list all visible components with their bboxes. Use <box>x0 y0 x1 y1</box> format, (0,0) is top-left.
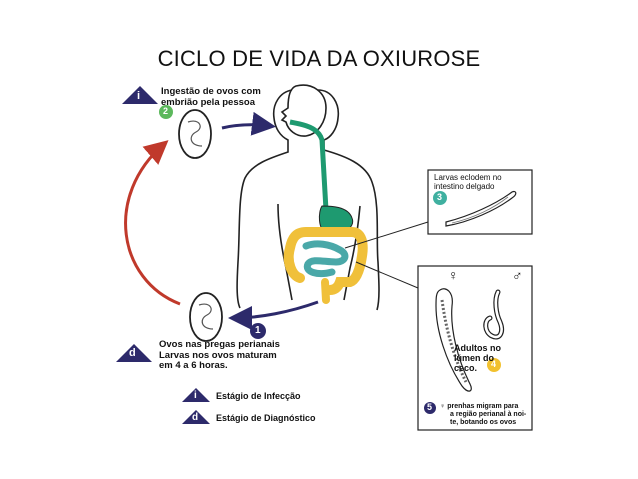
step-5-line-3: te, botando os ovos <box>450 418 517 426</box>
step-4-line-2: lúmen do <box>454 353 494 364</box>
legend-diagnostic-marker <box>182 410 210 424</box>
legend-infective-marker <box>182 388 210 402</box>
adults-panel <box>417 265 533 431</box>
legend-infective-letter: i <box>194 390 197 401</box>
badge-step-3-number: 3 <box>437 192 443 202</box>
diagnostic-stage-marker <box>116 344 152 362</box>
step-5-label: ♀ prenhas migram para a região perianal … <box>440 403 526 426</box>
step-4-label: Adultos no lúmen do ceco. <box>454 343 501 373</box>
step-5-female-symbol: ♀ <box>440 403 446 410</box>
esophagus <box>289 119 329 211</box>
legend-diagnostic-letter: d <box>192 412 199 423</box>
legend-diagnostic-label: Estágio de Diagnóstico <box>216 413 316 423</box>
male-symbol: ♂ <box>512 267 523 283</box>
step-4-line-3: ceco. <box>454 363 478 374</box>
return-arrow <box>124 140 181 306</box>
step-2-line-2: embrião pela pessoa <box>161 96 255 108</box>
step-5-line-2: a região perianal à noi- <box>450 410 527 418</box>
step-1-line-1: Ovos nas pregas perianais <box>159 339 280 350</box>
step-2-label: Ingestão de ovos com embrião pela pessoa <box>161 86 261 108</box>
pointer-line-adultos <box>355 261 419 289</box>
arrow-anus-to-egg <box>228 300 319 330</box>
egg-ingestion <box>178 109 212 159</box>
pointer-line-larvas <box>344 221 429 249</box>
human-body-outline <box>236 89 380 311</box>
step-5-line-1: prenhas migram para <box>447 403 519 410</box>
female-worm <box>435 288 472 392</box>
large-intestine <box>283 227 368 295</box>
step-1-line-3: em 4 a 6 horas. <box>159 360 228 372</box>
step-3-line-2: intestino delgado <box>434 181 495 191</box>
badge-step-2 <box>159 105 173 119</box>
step-1-label: Ovos nas pregas perianais Larvas nos ovo… <box>159 339 280 372</box>
infective-stage-marker <box>122 86 158 104</box>
badge-step-5-number: 5 <box>427 402 433 412</box>
step-1-line-2: Larvas nos ovos maturam <box>159 349 277 361</box>
badge-step-2-number: 2 <box>163 106 169 116</box>
step-3-label: Larvas eclodem no intestino delgado <box>434 173 502 192</box>
egg-perianal <box>189 292 223 342</box>
small-intestine <box>302 240 349 278</box>
badge-step-1 <box>250 323 266 339</box>
larvae-panel <box>427 169 533 235</box>
female-symbol: ♀ <box>448 267 459 283</box>
page-title: CICLO DE VIDA DA OXIUROSE <box>157 46 481 71</box>
step-4-line-1: Adultos no <box>454 343 501 353</box>
step-3-line-1: Larvas eclodem no <box>434 173 502 182</box>
badge-step-1-number: 1 <box>255 325 261 336</box>
head-outline <box>280 84 327 137</box>
diagnostic-marker-letter: d <box>129 347 136 359</box>
badge-step-4-number: 4 <box>491 359 497 369</box>
rectum <box>321 278 330 304</box>
arrow-egg-to-mouth <box>221 111 276 136</box>
infective-marker-letter: i <box>137 90 141 102</box>
legend-infective-label: Estágio de Infecção <box>216 391 301 401</box>
step-2-line-1: Ingestão de ovos com <box>161 86 261 97</box>
